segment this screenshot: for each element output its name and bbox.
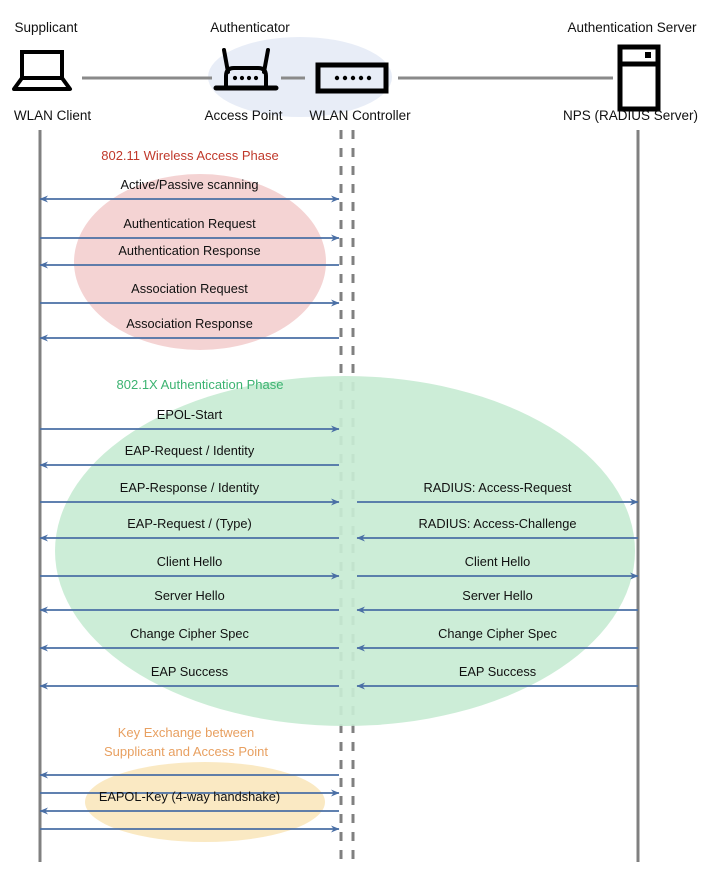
message-label: Authentication Response bbox=[118, 243, 261, 258]
message-label: EAP Success bbox=[458, 664, 537, 679]
message-label: EPOL-Start bbox=[156, 407, 223, 422]
actor-label-access-point-device: Access Point bbox=[204, 108, 283, 123]
laptop-icon bbox=[12, 50, 72, 91]
message-label: Client Hello bbox=[156, 554, 223, 569]
actor-label-authenticator-role: Authenticator bbox=[210, 20, 290, 35]
message-label: RADIUS: Access-Challenge bbox=[418, 516, 577, 531]
actor-label-auth-server-role: Authentication Server bbox=[567, 20, 697, 35]
message-label: EAPOL-Key (4-way handshake) bbox=[98, 789, 281, 804]
wireless-access-point-icon bbox=[213, 48, 279, 91]
message-label: Server Hello bbox=[462, 588, 533, 603]
actor-label-auth-server-device: NPS (RADIUS Server) bbox=[562, 108, 699, 123]
wlan-controller-icon bbox=[315, 62, 389, 94]
message-arrow-layer bbox=[39, 195, 639, 833]
phase-ellipse-wireless-access bbox=[74, 174, 326, 350]
server-tower-icon bbox=[617, 44, 661, 112]
message-label: RADIUS: Access-Request bbox=[423, 480, 572, 495]
message-label: Authentication Request bbox=[123, 216, 256, 231]
message-label: Association Request bbox=[131, 281, 248, 296]
phase-label-key-exchange-line2: Supplicant and Access Point bbox=[103, 744, 269, 759]
phase-ellipses bbox=[55, 174, 635, 842]
server-status-led bbox=[645, 52, 651, 58]
phase-label-wireless-access: 802.11 Wireless Access Phase bbox=[101, 148, 279, 163]
access-point-led-dots bbox=[232, 75, 259, 81]
phase-label-dot1x-authentication: 802.1X Authentication Phase bbox=[116, 377, 284, 392]
actor-label-wlan-controller-device: WLAN Controller bbox=[309, 108, 411, 123]
message-label: EAP-Request / Identity bbox=[124, 443, 255, 458]
actor-label-supplicant-role: Supplicant bbox=[14, 20, 78, 35]
message-label: EAP-Request / (Type) bbox=[127, 516, 252, 531]
actor-label-supplicant-device: WLAN Client bbox=[13, 108, 92, 123]
message-label: Client Hello bbox=[464, 554, 531, 569]
phase-label-key-exchange: Key Exchange between Supplicant and Acce… bbox=[76, 723, 296, 761]
phase-ellipse-key-exchange bbox=[85, 762, 325, 842]
message-label: Association Response bbox=[126, 316, 253, 331]
phase-label-key-exchange-line1: Key Exchange between bbox=[117, 725, 255, 740]
message-label: EAP-Response / Identity bbox=[119, 480, 260, 495]
message-label: Change Cipher Spec bbox=[438, 626, 557, 641]
message-label: EAP Success bbox=[150, 664, 229, 679]
message-label: Active/Passive scanning bbox=[120, 177, 259, 192]
phase-ellipse-dot1x-authentication bbox=[55, 376, 635, 726]
message-label: Change Cipher Spec bbox=[130, 626, 249, 641]
message-label: Server Hello bbox=[154, 588, 225, 603]
wlan-controller-led-dots bbox=[334, 75, 372, 81]
